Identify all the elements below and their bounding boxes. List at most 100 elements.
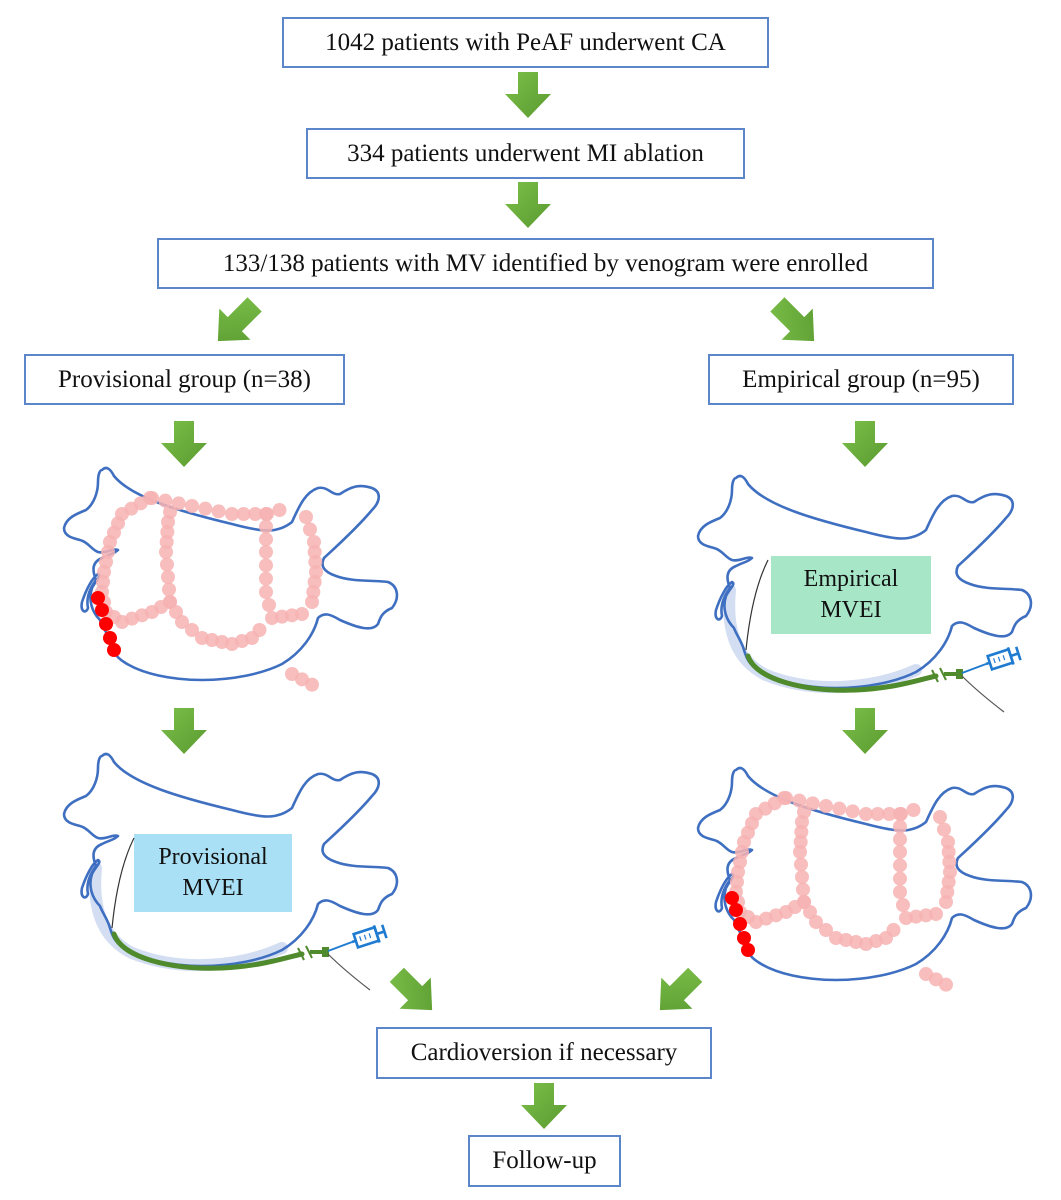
- ablation-dot: [160, 557, 174, 572]
- syringe-icon: [985, 646, 1022, 672]
- empirical-mvei-line1: Empirical: [803, 565, 899, 592]
- ablation-dot: [795, 870, 809, 884]
- arrow-down-empirical-2: [842, 708, 888, 754]
- mi-line-dot: [741, 943, 755, 957]
- mi-line-dot: [733, 917, 747, 931]
- arrow-diagonal-to-cardioversion-right: [659, 967, 703, 1011]
- ablation-dot: [792, 793, 807, 808]
- ablation-dot: [797, 805, 811, 819]
- ablation-dot: [896, 898, 910, 912]
- ablation-dot: [307, 535, 321, 549]
- ablation-dot: [893, 832, 907, 847]
- ablation-dot-lines: [729, 791, 957, 992]
- ablation-dot: [805, 796, 820, 811]
- empirical-ablation-illustration: [696, 766, 1033, 992]
- cardioversion-box: Cardioversion if necessary: [376, 1027, 712, 1079]
- empirical-mvei-label: Empirical MVEI: [771, 556, 931, 634]
- ablation-dot: [225, 507, 239, 521]
- ablation-dot: [185, 499, 199, 513]
- cardioversion-text: Cardioversion if necessary: [410, 1039, 678, 1066]
- ablation-dot: [159, 535, 174, 549]
- mi-line-dot: [737, 931, 751, 945]
- arrow-diagonal-right: [770, 297, 815, 342]
- ablation-dot: [175, 615, 189, 629]
- ablation-dot: [819, 799, 833, 813]
- ablation-dot: [160, 525, 175, 539]
- ablation-dot: [939, 977, 953, 992]
- arrow-down-1: [505, 72, 551, 118]
- ablation-dot: [161, 570, 175, 584]
- arrow-down-follow-up: [521, 1083, 567, 1129]
- arrow-down-2: [505, 182, 551, 228]
- empirical-mvei-illustration: [696, 474, 1033, 713]
- ablation-dot: [248, 507, 263, 521]
- ablation-dot: [819, 923, 833, 937]
- ablation-dot: [870, 807, 885, 821]
- ablation-dot: [794, 825, 809, 839]
- provisional-group-box: Provisional group (n=38): [24, 354, 345, 405]
- ablation-dot: [796, 882, 810, 897]
- ablation-dot: [893, 845, 907, 859]
- catheter: [745, 653, 939, 693]
- ablation-dot: [893, 858, 907, 873]
- ablation-dot: [162, 582, 176, 597]
- mi-line-dot: [729, 903, 743, 917]
- step-enrolled-text: 133/138 patients with MV identified by v…: [222, 249, 869, 277]
- ablation-dot: [185, 623, 199, 637]
- arrow-down-provisional-1: [161, 421, 207, 467]
- step-mi-ablation-text: 334 patients underwent MI ablation: [347, 139, 704, 167]
- provisional-ablation-illustration: [62, 466, 399, 692]
- empirical-group-text: Empirical group (n=95): [742, 365, 980, 393]
- ablation-dot: [259, 545, 273, 559]
- ablation-dot: [793, 845, 807, 859]
- ablation-dot: [198, 501, 213, 516]
- syringe-icon: [351, 924, 388, 950]
- arrow-diagonal-left: [217, 297, 262, 342]
- ablation-dot: [845, 804, 860, 819]
- ablation-dot: [259, 532, 273, 547]
- ablation-dot: [305, 677, 319, 692]
- ablation-dot: [171, 496, 186, 511]
- ablation-dot: [259, 585, 273, 599]
- ablation-dot: [941, 845, 956, 859]
- ablation-dot: [942, 855, 957, 869]
- ablation-dot-lines: [95, 491, 323, 692]
- ablation-dot: [211, 504, 226, 519]
- ablation-dot: [272, 503, 287, 517]
- ablation-dot: [259, 558, 273, 573]
- provisional-group-text: Provisional group (n=38): [58, 365, 311, 393]
- step-total-patients: 1042 patients with PeAF underwent CA: [282, 17, 769, 68]
- ablation-dot: [941, 835, 955, 849]
- provisional-mvei-label: Provisional MVEI: [134, 834, 292, 912]
- step-enrolled: 133/138 patients with MV identified by v…: [157, 238, 934, 289]
- empirical-group-box: Empirical group (n=95): [708, 354, 1014, 405]
- ablation-dot: [308, 555, 323, 569]
- provisional-mvei-line1: Provisional: [158, 843, 268, 870]
- arrow-diagonal-to-cardioversion-left: [389, 967, 433, 1011]
- ablation-dot: [259, 571, 273, 586]
- empirical-mvei-line2: MVEI: [820, 597, 882, 623]
- ablation-dot: [159, 545, 173, 559]
- ablation-dot: [929, 907, 943, 921]
- ablation-dot: [893, 819, 907, 834]
- ablation-dot: [809, 915, 823, 929]
- mi-line-dot: [99, 617, 113, 631]
- ablation-dot: [794, 857, 808, 872]
- provisional-mvei-illustration: [62, 752, 399, 991]
- ablation-dot: [145, 491, 159, 505]
- mitral-isthmus-dots: [91, 591, 121, 657]
- arrow-down-provisional-2: [161, 708, 207, 754]
- ablation-dot: [295, 607, 309, 621]
- ablation-dot: [906, 803, 921, 817]
- mi-line-dot: [95, 603, 109, 617]
- arrow-down-empirical-1: [842, 421, 888, 467]
- mi-line-dot: [103, 631, 117, 645]
- ablation-dot: [259, 507, 273, 521]
- mi-line-dot: [725, 891, 739, 905]
- step-total-patients-text: 1042 patients with PeAF underwent CA: [325, 28, 726, 56]
- ablation-dot: [937, 822, 951, 837]
- ablation-dot: [793, 835, 808, 849]
- ablation-dot: [893, 807, 907, 821]
- ablation-dot: [163, 505, 177, 519]
- ablation-dot: [893, 885, 907, 899]
